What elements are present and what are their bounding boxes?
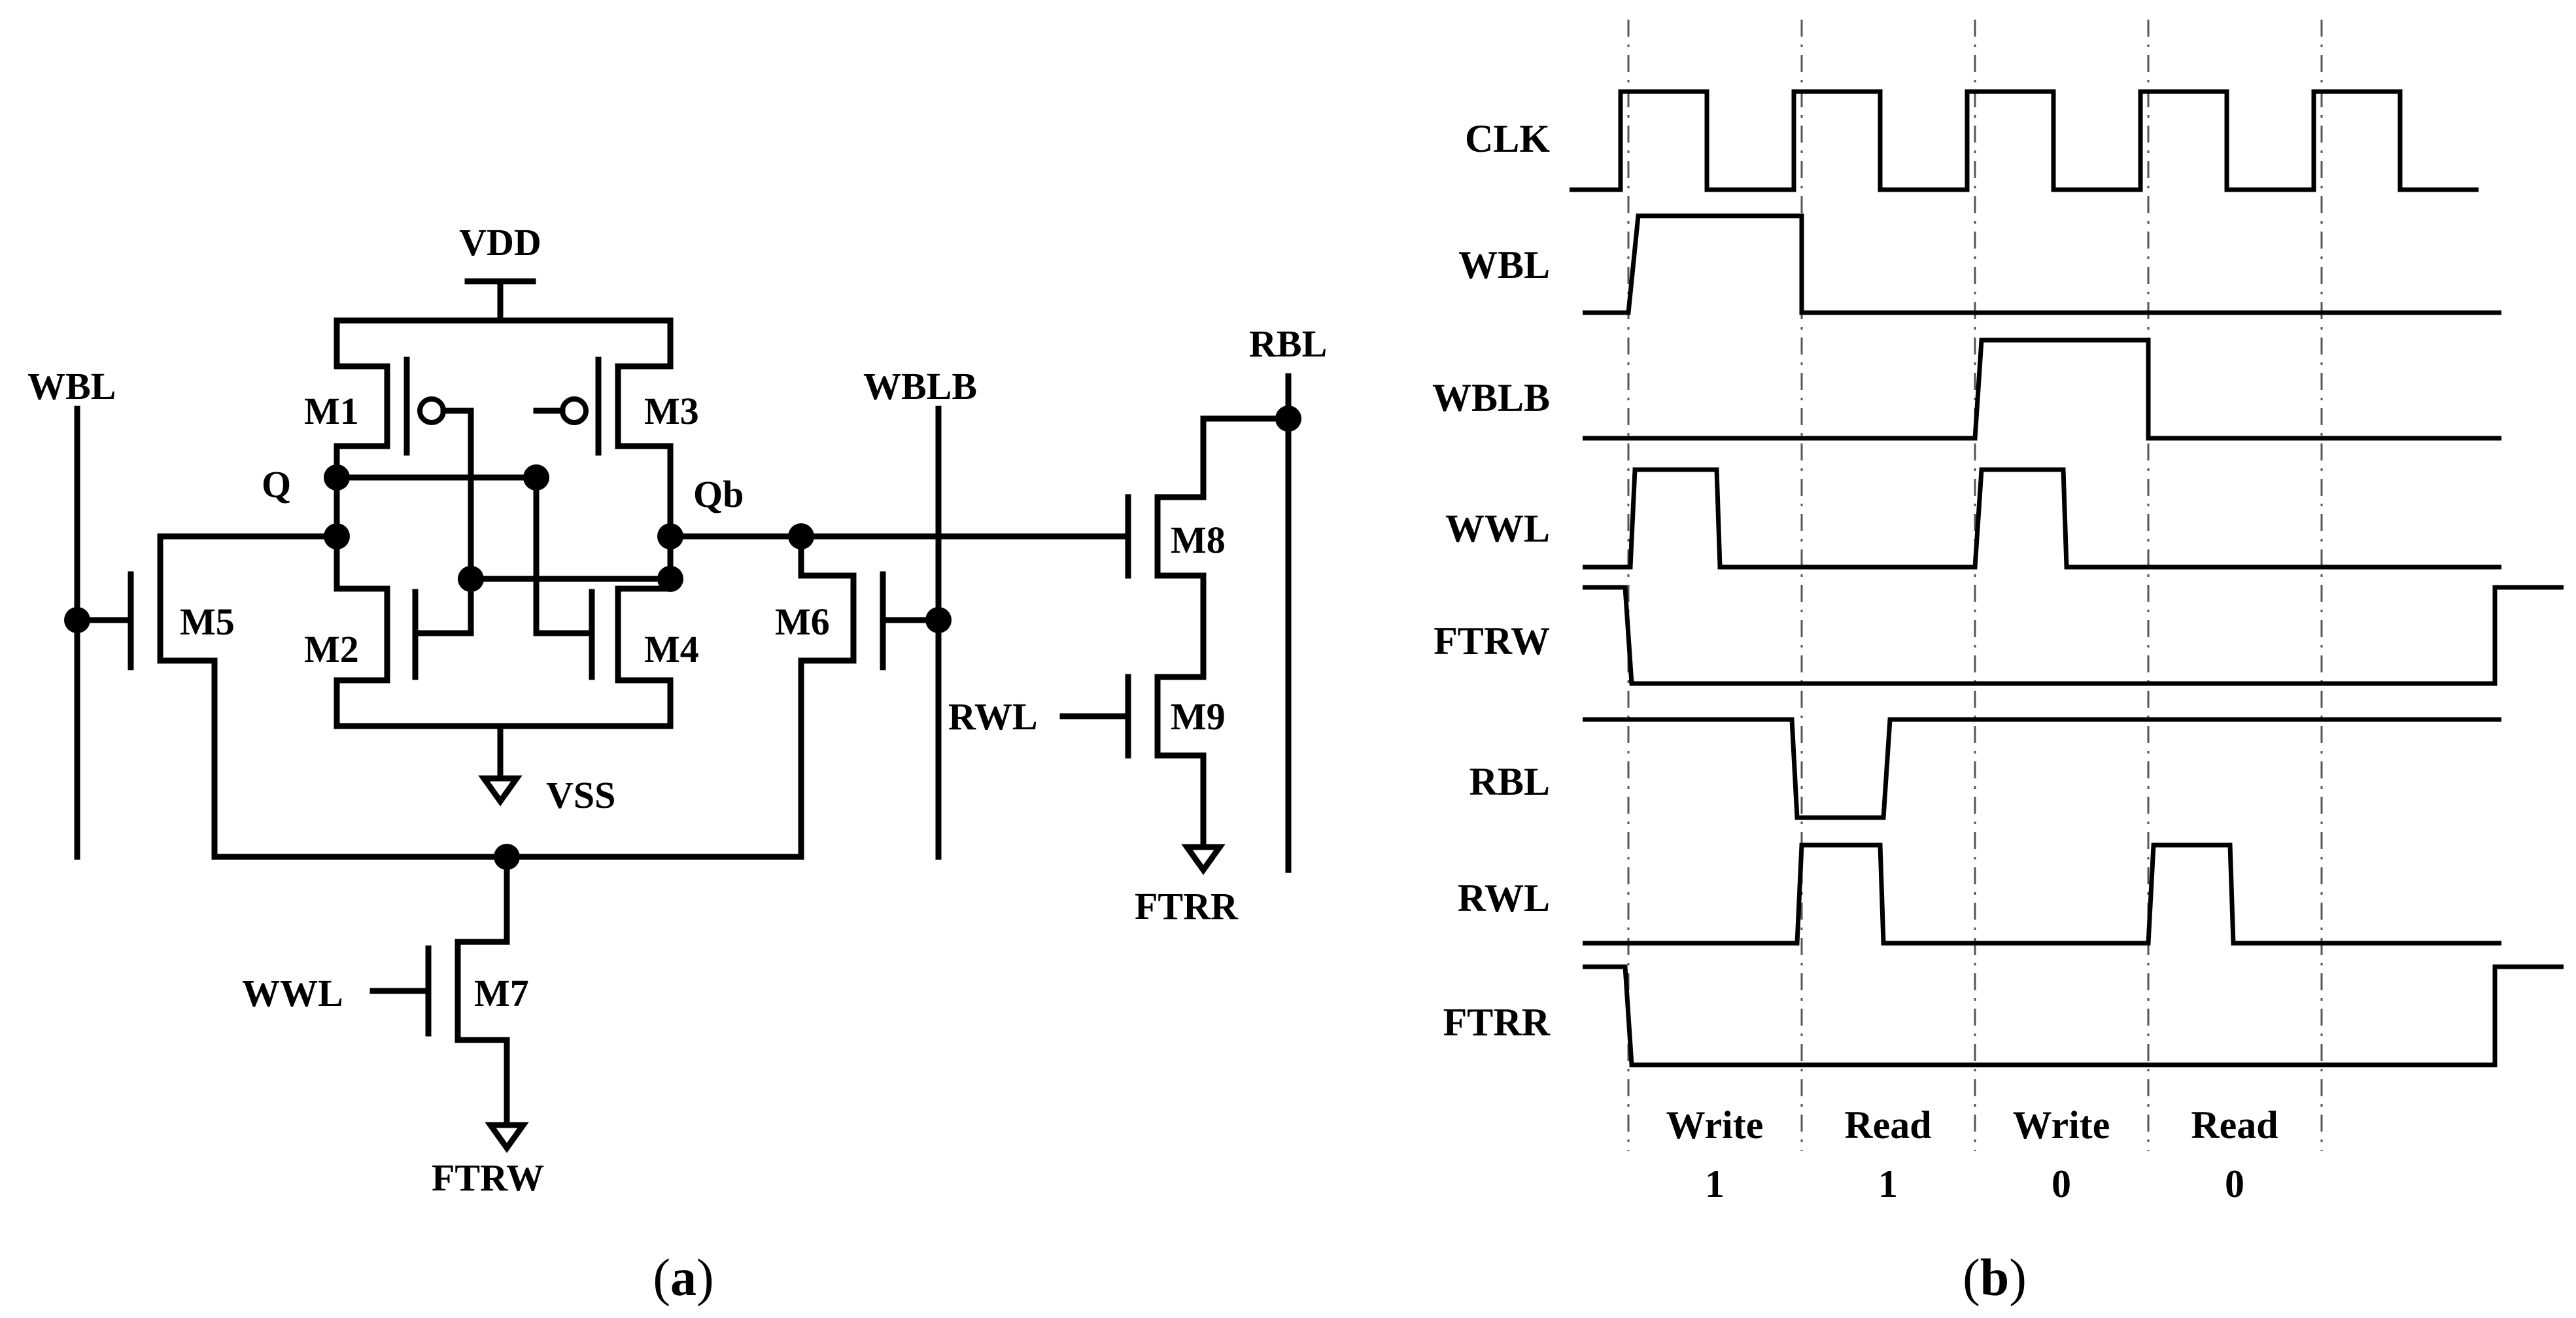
transistor-m1 <box>334 356 446 481</box>
label-m7: M7 <box>474 972 529 1015</box>
op-label-write-1-top: Write <box>1666 1103 1764 1147</box>
waveform-wbl <box>1583 213 2501 315</box>
signal-name-rwl: RWL <box>1458 876 1550 920</box>
transistor-m9 <box>1059 654 1207 847</box>
signal-name-wblb: WBLB <box>1432 376 1550 419</box>
label-m9: M9 <box>1171 695 1226 738</box>
label-rwl: RWL <box>948 695 1038 738</box>
label-m5: M5 <box>180 600 235 643</box>
label-wwl-m7: WWL <box>242 972 343 1015</box>
qb-to-inverter1-gate <box>412 576 674 636</box>
vss-rail <box>334 723 674 778</box>
label-vdd: VDD <box>459 221 541 264</box>
op-label-read-1-top: Read <box>1844 1103 1931 1147</box>
junction-dots <box>64 406 1301 870</box>
label-m3: M3 <box>644 390 699 432</box>
label-m6: M6 <box>775 600 830 643</box>
signal-name-clk: CLK <box>1465 117 1550 160</box>
transistor-m8 <box>1125 415 1292 661</box>
transistor-m5 <box>74 533 218 860</box>
transistor-m7 <box>369 939 510 1125</box>
op-label-write-0-bottom: 0 <box>2052 1162 2071 1205</box>
inverter1-gate-wire <box>440 408 474 582</box>
waveform-clk <box>1570 89 2479 192</box>
label-ftrr: FTRR <box>1135 885 1239 928</box>
signal-name-ftrw: FTRW <box>1434 619 1550 663</box>
label-m8: M8 <box>1171 519 1226 561</box>
label-m2: M2 <box>304 628 359 670</box>
transistor-m2 <box>334 585 419 729</box>
vdd-rail <box>334 317 674 370</box>
transistor-m6 <box>798 533 942 860</box>
op-label-read-0-top: Read <box>2191 1103 2278 1147</box>
label-wblb: WBLB <box>863 365 977 408</box>
label-qb: Qb <box>693 473 744 515</box>
label-ftrw: FTRW <box>432 1156 544 1199</box>
op-label-write-0-top: Write <box>2013 1103 2110 1147</box>
op-label-read-1-bottom: 1 <box>1878 1162 1898 1205</box>
waveform-wblb <box>1583 338 2501 441</box>
circuit-schematic: VDD M1 M3 Q Qb M2 M4 VSS WBL M5 WBLB M6 … <box>27 221 1327 1307</box>
ftrw-ground-symbol <box>485 1122 529 1153</box>
waveform-ftrw <box>1583 585 2564 686</box>
waveform-ftrr <box>1583 964 2564 1067</box>
label-q: Q <box>262 463 291 506</box>
op-label-read-0-bottom: 0 <box>2225 1162 2244 1205</box>
signal-name-wbl: WBL <box>1458 243 1550 286</box>
label-vss: VSS <box>546 774 615 816</box>
transistor-m3 <box>560 356 674 540</box>
phase-separators <box>1627 20 2323 1151</box>
label-wbl: WBL <box>27 365 116 408</box>
ftrr-ground-symbol <box>1181 844 1226 875</box>
label-m4: M4 <box>644 628 699 670</box>
waveform-rbl <box>1583 717 2501 820</box>
label-rbl: RBL <box>1249 322 1327 365</box>
vdd-supply-symbol <box>464 278 536 324</box>
signal-name-rbl: RBL <box>1469 760 1550 803</box>
q-to-inverter2-gate <box>334 474 595 636</box>
timing-diagram: CLK WBL WBLB WWL FTRW RBL RWL FTRR Write… <box>1432 20 2564 1307</box>
waveform-rwl <box>1583 842 2501 946</box>
vss-ground-symbol <box>478 775 523 806</box>
op-label-write-1-bottom: 1 <box>1705 1162 1725 1205</box>
label-m1: M1 <box>304 390 359 432</box>
waveform-wwl <box>1583 467 2501 570</box>
signal-name-ftrr: FTRR <box>1443 1001 1551 1044</box>
caption-a: (a) <box>653 1249 713 1307</box>
signal-name-wwl: WWL <box>1445 507 1550 550</box>
caption-b: (b) <box>1963 1249 2027 1307</box>
